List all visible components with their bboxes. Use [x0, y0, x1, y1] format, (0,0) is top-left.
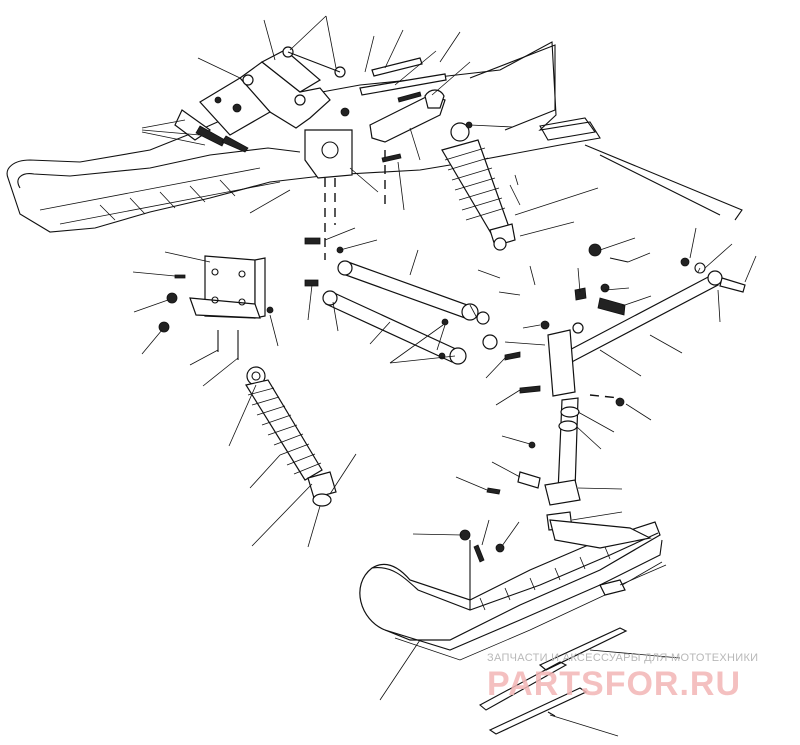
watermark-brand: PARTSFOR.RU — [487, 665, 741, 703]
lower-control-arms — [304, 237, 550, 365]
upper-shock-assembly — [340, 57, 521, 251]
tie-rod-assembly — [559, 243, 746, 366]
lower-shock-assembly — [245, 366, 337, 507]
mounting-plate — [158, 255, 274, 360]
watermark: ЗАПЧАСТИ И АКСЕССУАРЫ ДЛЯ МОТОТЕХНИКИ PA… — [487, 652, 758, 703]
watermark-tagline: ЗАПЧАСТИ И АКСЕССУАРЫ ДЛЯ МОТОТЕХНИКИ — [487, 652, 758, 664]
upper-bracket-assembly — [174, 46, 353, 260]
leader-lines — [132, 15, 757, 737]
wear-bars — [479, 627, 628, 735]
ski — [359, 519, 663, 661]
